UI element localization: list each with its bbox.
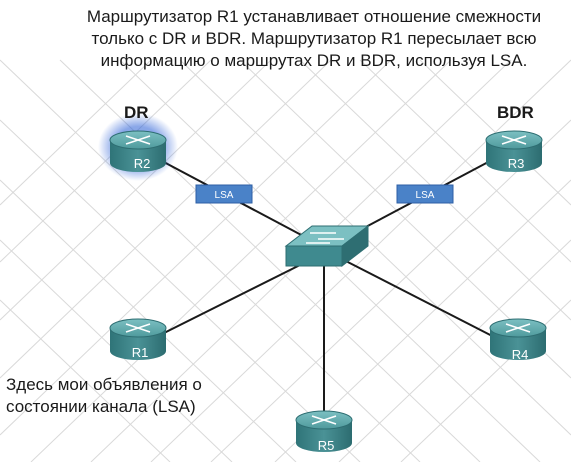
router-r3: R3 — [485, 130, 543, 172]
note-line-1: Здесь мои объявления о — [6, 375, 202, 394]
router-r1: R1 — [109, 318, 167, 360]
router-label-r3: R3 — [508, 156, 525, 171]
lsa-label-right: LSA — [416, 190, 435, 201]
lsa-label-left: LSA — [215, 190, 234, 201]
link-r4-switch — [335, 255, 501, 341]
switch-icon — [284, 224, 370, 268]
router-label-r4: R4 — [512, 347, 529, 362]
lsa-box-right: LSA — [396, 184, 454, 204]
link-r1-switch — [149, 255, 319, 341]
caption-line-3: информацию о маршрутах DR и BDR, использ… — [100, 51, 528, 70]
note-line-2: состоянии канала (LSA) — [6, 397, 196, 416]
caption-line-1: Маршрутизатор R1 устанавливает отношение… — [86, 7, 542, 26]
router-r5: R5 — [295, 410, 353, 453]
router-label-r2: R2 — [134, 156, 151, 171]
dr-label: DR — [124, 103, 149, 122]
bdr-label: BDR — [497, 103, 534, 122]
diagram-caption: Маршрутизатор R1 устанавливает отношение… — [60, 6, 568, 72]
lsa-box-left: LSA — [195, 184, 253, 204]
r1-note: Здесь мои объявления о состоянии канала … — [6, 374, 246, 418]
router-r4: R4 — [489, 318, 547, 362]
router-label-r1: R1 — [132, 345, 149, 360]
router-r2: R2 — [98, 113, 178, 181]
router-label-r5: R5 — [318, 438, 335, 453]
caption-line-2: только с DR и BDR. Маршрутизатор R1 пере… — [91, 29, 537, 48]
